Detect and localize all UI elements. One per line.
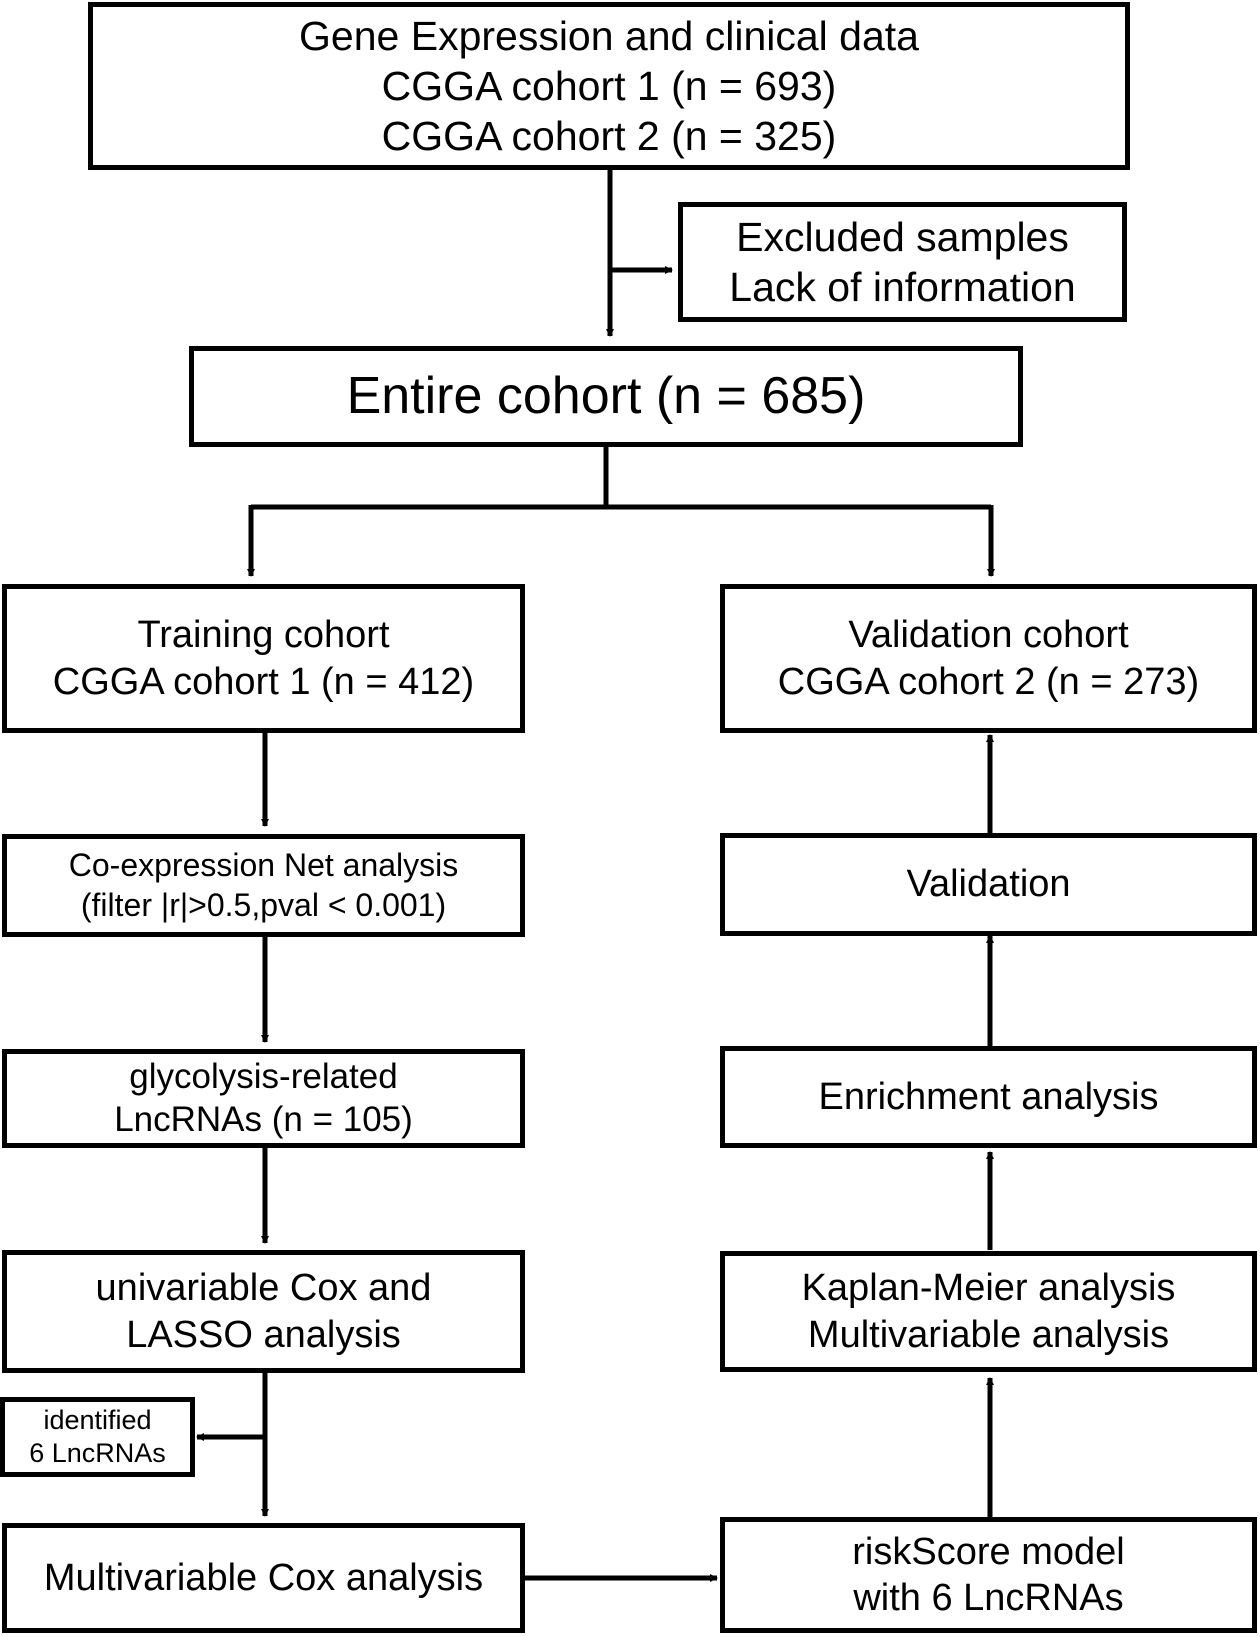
enrichment-box: Enrichment analysis: [720, 1046, 1257, 1148]
box-line: Gene Expression and clinical data: [299, 12, 919, 59]
box-line: Kaplan-Meier analysis: [801, 1267, 1176, 1310]
box-line: glycolysis-related: [129, 1056, 398, 1096]
coexpression-box: Co-expression Net analysis (filter |r|>0…: [2, 834, 525, 937]
box-line: CGGA cohort 1 (n = 693): [381, 62, 837, 109]
riskscore-model-box: riskScore model with 6 LncRNAs: [720, 1517, 1257, 1633]
box-line: CGGA cohort 2 (n = 325): [381, 113, 837, 159]
box-line: Enrichment analysis: [818, 1075, 1159, 1118]
box-line: Training cohort: [137, 614, 390, 657]
box-line: LncRNAs (n = 105): [114, 1099, 413, 1139]
validation-cohort-box: Validation cohort CGGA cohort 2 (n = 273…: [720, 584, 1257, 733]
excluded-samples-box: Excluded samples Lack of information: [678, 202, 1127, 322]
box-line: Validation cohort: [848, 614, 1129, 657]
box-line: with 6 LncRNAs: [853, 1577, 1124, 1619]
box-line: Multivariable analysis: [807, 1313, 1170, 1356]
box-line: CGGA cohort 2 (n = 273): [777, 660, 1200, 703]
box-line: Excluded samples: [736, 213, 1069, 260]
glycolysis-lncrnas-box: glycolysis-related LncRNAs (n = 105): [2, 1049, 525, 1148]
box-line: Validation: [906, 863, 1071, 906]
source-data-box: Gene Expression and clinical data CGGA c…: [88, 2, 1130, 170]
box-line: 6 LncRNAs: [29, 1438, 166, 1468]
training-cohort-box: Training cohort CGGA cohort 1 (n = 412): [2, 584, 525, 733]
cox-lasso-box: univariable Cox and LASSO analysis: [2, 1250, 525, 1373]
box-line: Multivariable Cox analysis: [43, 1556, 484, 1599]
box-line: riskScore model: [852, 1530, 1125, 1573]
box-line: identified: [43, 1405, 152, 1436]
identified-lncrnas-box: identified 6 LncRNAs: [0, 1397, 195, 1477]
box-line: (filter |r|>0.5,pval < 0.001): [80, 886, 447, 923]
box-line: Co-expression Net analysis: [68, 847, 459, 884]
box-line: Entire cohort (n = 685): [346, 367, 866, 426]
box-line: univariable Cox and: [95, 1267, 432, 1310]
box-line: Lack of information: [729, 264, 1076, 310]
box-line: CGGA cohort 1 (n = 412): [52, 660, 475, 703]
multivariable-cox-box: Multivariable Cox analysis: [2, 1523, 525, 1633]
box-line: LASSO analysis: [126, 1313, 401, 1356]
entire-cohort-box: Entire cohort (n = 685): [189, 346, 1023, 447]
validation-box: Validation: [720, 833, 1257, 936]
kaplan-meier-box: Kaplan-Meier analysis Multivariable anal…: [720, 1251, 1257, 1372]
